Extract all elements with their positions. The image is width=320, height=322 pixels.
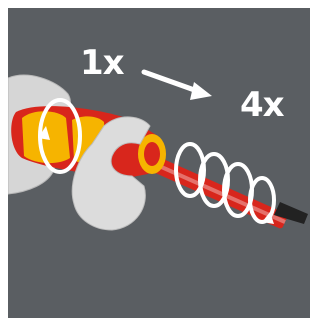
label-1x: 1x: [80, 46, 124, 80]
right-arrow-icon: [144, 72, 212, 100]
label-4x: 4x: [240, 88, 284, 122]
screwdriver-illustration: [8, 8, 310, 318]
product-image-frame: 1x 4x: [8, 8, 310, 318]
